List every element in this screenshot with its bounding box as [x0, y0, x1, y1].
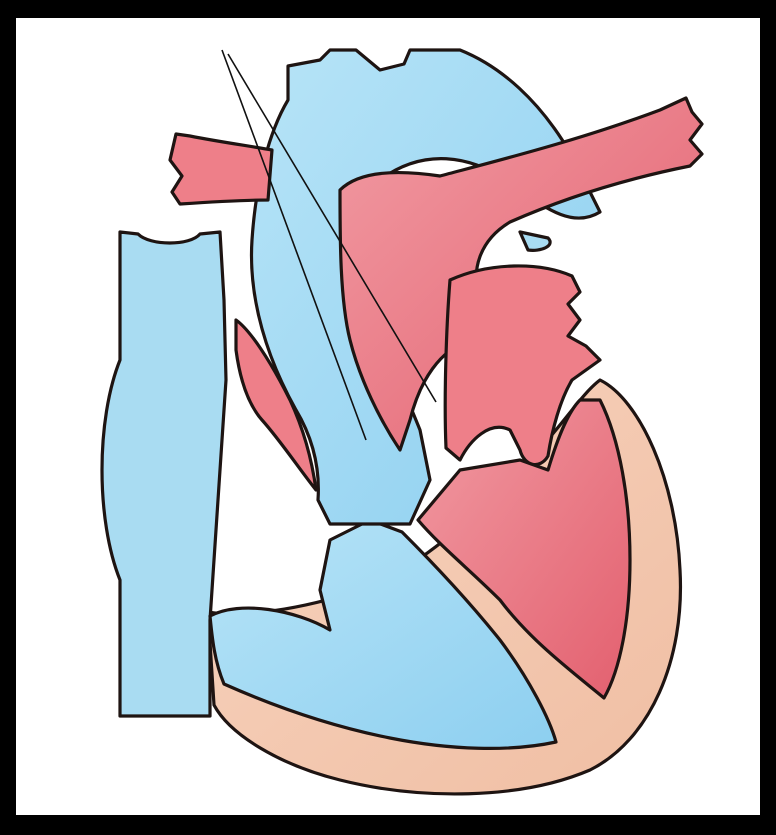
pulmonary-vein-right: [520, 232, 550, 250]
vena-cava: [102, 232, 226, 716]
